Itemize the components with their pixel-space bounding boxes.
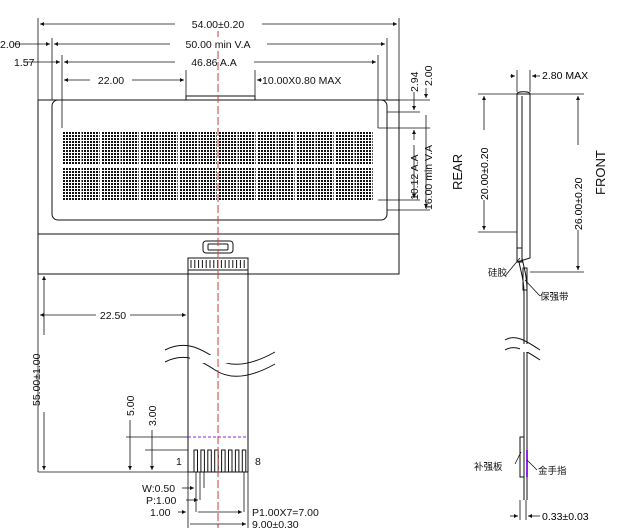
char-cell: [81, 167, 100, 200]
dim-active-area-width: 46.86 A.A: [191, 57, 237, 69]
char-cell: [296, 131, 315, 164]
dim-fpc-offset: 22.50: [100, 310, 126, 322]
dim-left-margin-inner: 1.57: [14, 57, 35, 69]
dim-pin-edge: 1.00: [150, 507, 171, 519]
char-cell: [179, 167, 198, 200]
char-cell: [62, 167, 81, 200]
dim-view-area-width: 50.00 min V.A: [186, 39, 251, 51]
char-cell: [159, 167, 178, 200]
char-cell: [218, 131, 237, 164]
gold-finger-pin: [193, 449, 198, 473]
char-cell: [62, 131, 81, 164]
dim-fpc-length: 55.00±1.00: [31, 353, 43, 406]
char-cell: [101, 167, 120, 200]
char-cell: [354, 167, 373, 200]
char-cell: [315, 167, 334, 200]
view-area: [51, 99, 388, 221]
dim-rear-height: 20.00±0.20: [479, 147, 491, 200]
rear-label: REAR: [450, 154, 465, 190]
char-cell: [140, 131, 159, 164]
dim-stiffener-height: 5.00: [125, 395, 137, 416]
window-notch: [185, 95, 256, 100]
dim-pin-pitch: P:1.00: [146, 495, 177, 507]
char-cell: [179, 131, 198, 164]
dim-window-notch: 10.00X0.80 MAX: [262, 75, 341, 87]
dim-fpc-width: 9.00±0.30: [252, 519, 299, 531]
dim-top-gap-aa: 2.94: [409, 71, 421, 92]
character-grid: [62, 131, 373, 200]
dim-view-area-height: 16.00 min V.A: [423, 145, 435, 210]
char-cell: [354, 131, 373, 164]
gold-finger-pin: [228, 449, 233, 473]
dim-top-gap-va: 2.00: [423, 65, 435, 86]
label-gold-finger: 金手指: [538, 465, 567, 477]
label-silicone: 硅胶: [488, 267, 508, 279]
side-stiffener: [519, 436, 525, 478]
char-cell: [257, 167, 276, 200]
fpc-header: [187, 257, 249, 271]
pin-first-label: 1: [176, 456, 182, 468]
gold-finger-pin: [207, 449, 212, 473]
char-cell: [120, 131, 139, 164]
char-cell: [237, 167, 256, 200]
label-stiffener: 补强板: [474, 461, 503, 473]
char-cell: [335, 167, 354, 200]
side-silicone: [516, 247, 523, 263]
char-cell: [198, 167, 217, 200]
gold-finger-pin: [241, 449, 247, 473]
fpc-gold-fingers: [193, 449, 247, 473]
char-cell: [198, 131, 217, 164]
char-cell: [315, 131, 334, 164]
char-cell: [218, 167, 237, 200]
front-label: FRONT: [593, 150, 608, 195]
char-cell: [81, 131, 100, 164]
dim-side-thickness: 2.80 MAX: [542, 70, 588, 82]
char-cell: [159, 131, 178, 164]
side-module-body: [516, 93, 531, 263]
gold-finger-pin: [200, 449, 205, 473]
gold-finger-pin: [221, 449, 226, 473]
label-protect-tape: 保强带: [540, 291, 569, 303]
dim-finger-height: 3.00: [147, 405, 159, 426]
pin-last-label: 8: [255, 456, 261, 468]
side-protect-tape: [522, 267, 528, 291]
char-cell: [335, 131, 354, 164]
dim-pin-span: P1.00X7=7.00: [252, 507, 319, 519]
char-cell: [276, 167, 295, 200]
char-cell: [140, 167, 159, 200]
dim-left-to-window: 22.00: [98, 75, 124, 87]
dim-fpc-thickness: 0.33±0.03: [542, 511, 589, 523]
dim-left-margin-outer: 2.00: [0, 39, 21, 51]
char-cell: [257, 131, 276, 164]
char-cell: [120, 167, 139, 200]
char-cell: [296, 167, 315, 200]
gold-finger-pin: [234, 449, 240, 473]
dim-front-height: 26.00±0.20: [573, 177, 585, 230]
dim-active-area-height: 10.12 A.A: [409, 154, 421, 200]
side-view: [504, 91, 541, 500]
char-cell: [276, 131, 295, 164]
char-cell: [237, 131, 256, 164]
dim-overall-width: 54.00±0.20: [192, 19, 245, 31]
char-cell: [101, 131, 120, 164]
dim-pin-width: W:0.50: [142, 483, 175, 495]
